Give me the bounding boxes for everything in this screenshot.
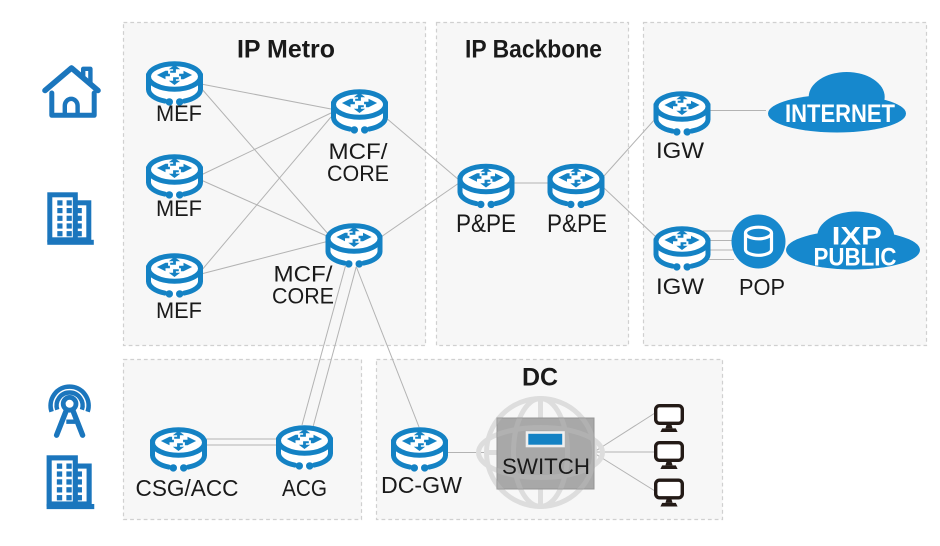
svg-text:ACG: ACG [282, 475, 327, 501]
svg-text:SWITCH: SWITCH [502, 454, 590, 479]
svg-text:MCF/: MCF/ [329, 139, 389, 164]
svg-text:IGW: IGW [656, 274, 704, 299]
svg-text:DC: DC [522, 364, 558, 392]
svg-text:MEF: MEF [156, 196, 202, 221]
svg-text:INTERNET: INTERNET [785, 100, 895, 128]
svg-text:P&PE: P&PE [547, 210, 607, 238]
svg-text:MEF: MEF [156, 101, 202, 126]
svg-text:IGW: IGW [656, 138, 704, 163]
svg-text:IP Metro: IP Metro [237, 36, 335, 64]
svg-text:IXP: IXP [832, 223, 882, 251]
svg-text:CORE: CORE [272, 284, 334, 309]
svg-text:DC-GW: DC-GW [381, 472, 462, 498]
svg-text:PUBLIC: PUBLIC [814, 244, 897, 272]
svg-text:POP: POP [739, 274, 785, 300]
svg-text:P&PE: P&PE [456, 210, 516, 238]
svg-text:MCF/: MCF/ [274, 262, 334, 287]
svg-text:MEF: MEF [156, 298, 202, 323]
svg-text:CSG/ACC: CSG/ACC [136, 475, 239, 501]
svg-text:IP Backbone: IP Backbone [465, 36, 602, 64]
svg-text:CORE: CORE [327, 161, 389, 186]
